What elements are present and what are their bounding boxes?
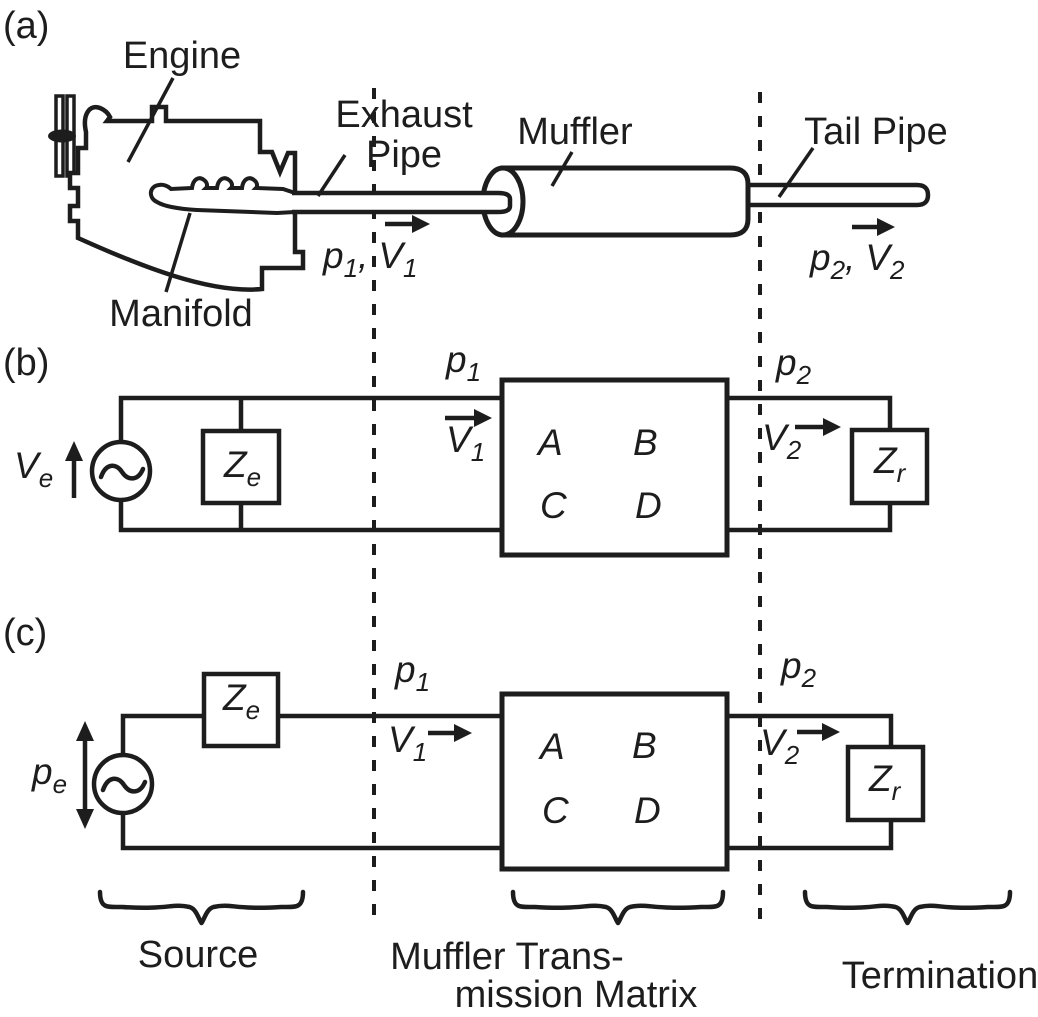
wire-b-top-right: [727, 395, 893, 430]
manifold-leader-line: [164, 212, 192, 293]
ze-label-b: Ze: [223, 444, 261, 492]
matrix-box-b: [499, 377, 730, 558]
ze-box-b: [200, 428, 282, 506]
zr-label-c: Zr: [868, 758, 902, 806]
matrix-c-b: C: [540, 485, 567, 526]
tail-pipe-leader-line: [777, 147, 815, 198]
v2-arrow-c: [797, 723, 840, 741]
pe-label: pe: [31, 751, 67, 799]
wire-b-bottom-right: [727, 503, 893, 533]
matrix-b-c: B: [632, 725, 657, 766]
panel-b-circuit: (b) A B C D Ve: [3, 339, 930, 558]
v1-label-b: V1: [446, 419, 485, 467]
panel-c-tag: (c): [3, 612, 47, 654]
muffler-matrix-brace: [510, 889, 726, 926]
wire-b-top-left: [118, 395, 502, 442]
wire-b-bottom-left: [118, 500, 502, 533]
p1-label-c: p1: [394, 649, 430, 697]
matrix-a-c: A: [538, 726, 565, 767]
v1-arrow-b: [445, 409, 492, 427]
ze-box-c: [201, 671, 281, 749]
termination-brace: [802, 889, 1013, 926]
p2-label-c: p2: [780, 645, 817, 693]
ac-source-sine-icon-b: [98, 463, 146, 481]
v1-label-c: V1: [388, 719, 427, 767]
pe-direction-arrow: [76, 721, 94, 829]
matrix-d-c: D: [634, 790, 661, 831]
tail-pipe-shape: [737, 182, 931, 208]
zr-label-b: Zr: [873, 440, 907, 488]
exhaust-pipe-leader-line: [316, 154, 347, 197]
footer-section-labels: Source Muffler Trans- mission Matrix Ter…: [97, 889, 1038, 1016]
crankshaft-pulley: [48, 129, 76, 143]
matrix-a-b: A: [536, 422, 563, 463]
exhaust-pipe-shape: [292, 190, 513, 215]
panel-a-tag: (a): [3, 5, 49, 47]
ze-label-c: Ze: [222, 677, 260, 725]
wire-c-source-to-ze: [120, 713, 204, 755]
v1-arrow-c: [428, 724, 472, 742]
matrix-box-c: [499, 691, 730, 872]
source-label: Source: [138, 934, 258, 976]
v2-arrow-b: [795, 418, 841, 436]
wire-c-bottom-right: [727, 820, 894, 851]
p1-label-b: p1: [445, 339, 481, 387]
engine-leader-line: [126, 77, 175, 163]
muffler-matrix-label-line1: Muffler Trans-: [390, 936, 624, 978]
wire-c-top-right: [727, 713, 894, 747]
wire-c-bottom-left: [120, 813, 502, 851]
source-brace: [97, 889, 306, 926]
termination-label: Termination: [842, 955, 1038, 997]
matrix-b-b: B: [633, 422, 658, 463]
zr-box-b: [849, 427, 930, 506]
p1-v1-label-a: p1,V1: [322, 235, 417, 283]
ve-label: Ve: [14, 445, 53, 493]
flow-arrow-p1v1: [385, 215, 430, 233]
tail-pipe-label: Tail Pipe: [804, 111, 948, 153]
manifold-shape: [148, 176, 297, 216]
ac-source-sine-icon-c: [100, 776, 148, 794]
matrix-c-c: C: [542, 790, 569, 831]
manifold-label: Manifold: [109, 293, 253, 335]
v2-label-c: V2: [760, 722, 800, 770]
muffler-leader-line: [550, 151, 574, 187]
p2-v2-label-a: p2,V2: [809, 237, 905, 285]
exhaust-pipe-label-line2: Pipe: [366, 134, 442, 176]
panel-b-tag: (b): [3, 342, 49, 384]
muffler-matrix-label-line2: mission Matrix: [455, 974, 698, 1016]
flow-arrow-p2v2: [852, 218, 895, 236]
exhaust-pipe-label-line1: Exhaust: [335, 94, 473, 136]
v2-label-b: V2: [762, 417, 802, 465]
muffler-body: [500, 165, 751, 238]
engine-label: Engine: [123, 35, 241, 77]
ve-direction-arrow: [65, 441, 83, 498]
zr-box-c: [845, 744, 926, 823]
matrix-d-b: D: [635, 485, 662, 526]
panel-a-physical-system: (a) Engine Exhaust Pipe Muffler Tail Pip…: [3, 5, 948, 335]
p2-label-b: p2: [775, 342, 812, 390]
panel-c-circuit: (c) A B C D: [3, 612, 926, 872]
muffler-label: Muffler: [517, 111, 633, 153]
